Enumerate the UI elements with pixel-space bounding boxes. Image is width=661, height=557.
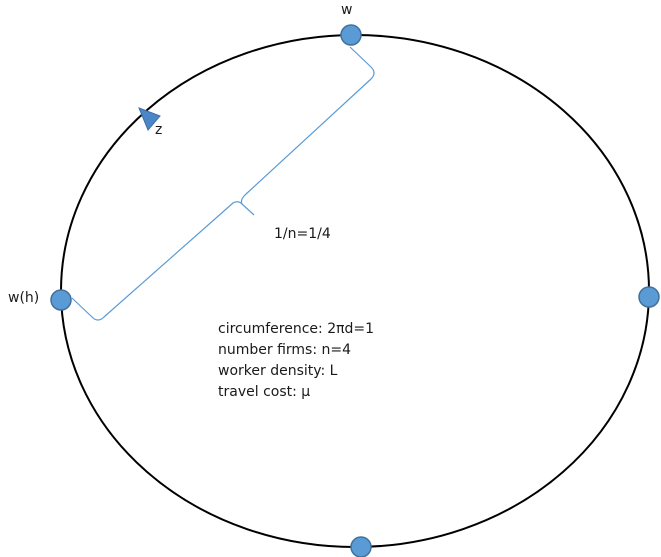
parameter-travel-cost: travel cost: μ [218, 384, 311, 400]
direction-label: z [155, 122, 163, 138]
distance-label: 1/n=1/4 [274, 226, 331, 242]
firm-dot-bottom [350, 536, 372, 557]
parameter-list: circumference: 2πd=1 number firms: n=4 w… [218, 319, 374, 403]
parameter-number-firms: number firms: n=4 [218, 342, 352, 358]
firm-dot-right [638, 286, 660, 308]
top-firm-label: w [341, 2, 353, 18]
firm-dot-top [340, 24, 362, 46]
left-firm-label: w(h) [8, 290, 40, 306]
firm-dot-left [50, 289, 72, 311]
direction-arrow-icon [138, 107, 161, 131]
distance-brace [71, 46, 375, 321]
parameter-circumference: circumference: 2πd=1 [218, 321, 375, 337]
parameter-worker-density: worker density: L [218, 363, 338, 379]
